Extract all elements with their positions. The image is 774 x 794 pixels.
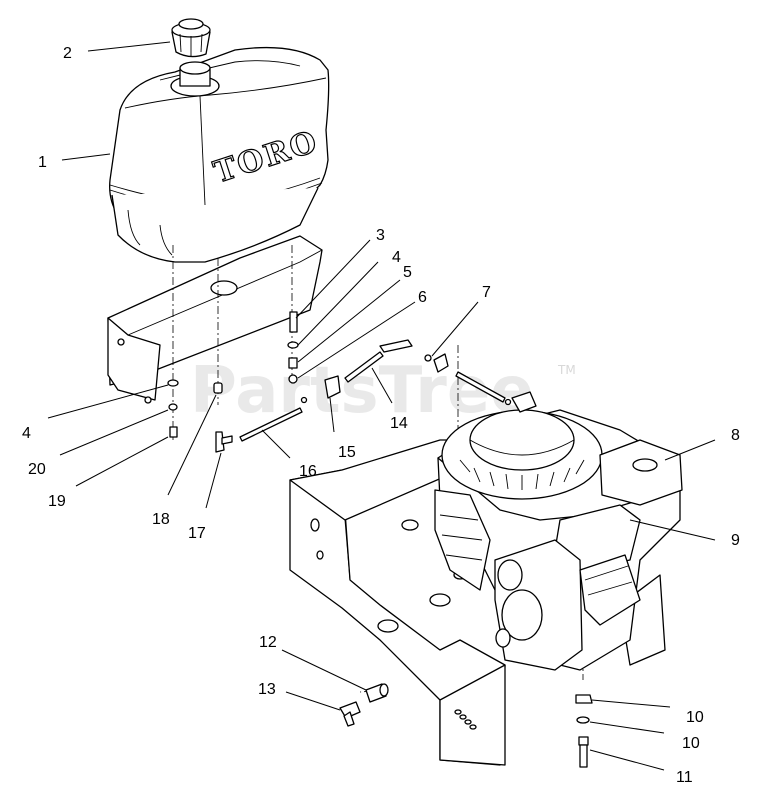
callout-14: 14 bbox=[390, 415, 408, 432]
callout-12: 12 bbox=[259, 634, 277, 651]
tank-mount-bracket bbox=[107, 235, 323, 404]
callout-1: 1 bbox=[38, 154, 47, 171]
fuel-tank: TORO bbox=[109, 46, 330, 263]
callout-15: 15 bbox=[338, 444, 356, 461]
callout-labels: 1 2 3 4 5 6 7 8 9 4 20 19 18 17 16 15 14… bbox=[22, 45, 740, 786]
callout-4-lower: 4 bbox=[22, 425, 31, 442]
fuel-cap bbox=[171, 18, 211, 58]
callout-6: 6 bbox=[418, 289, 427, 306]
mount-hardware-bottom bbox=[575, 694, 593, 768]
leader-lines bbox=[47, 41, 716, 771]
callout-16: 16 bbox=[299, 463, 317, 480]
callout-13: 13 bbox=[258, 681, 276, 698]
shutoff-valve-stack bbox=[287, 311, 299, 384]
callout-18: 18 bbox=[152, 511, 170, 528]
callout-9: 9 bbox=[731, 532, 740, 549]
callout-3: 3 bbox=[376, 227, 385, 244]
grommet-and-elbow bbox=[213, 382, 233, 453]
callout-19: 19 bbox=[48, 493, 66, 510]
callout-10-top: 10 bbox=[686, 709, 704, 726]
callout-17: 17 bbox=[188, 525, 206, 542]
mount-hardware-left bbox=[167, 379, 179, 438]
callout-8: 8 bbox=[731, 427, 740, 444]
drain-fittings bbox=[339, 683, 389, 727]
callout-4: 4 bbox=[392, 249, 401, 266]
watermark-tm: TM bbox=[557, 363, 576, 377]
callout-10-bottom: 10 bbox=[682, 735, 700, 752]
callout-11: 11 bbox=[676, 769, 693, 786]
callout-2: 2 bbox=[63, 45, 72, 62]
callout-5: 5 bbox=[403, 264, 412, 281]
frame-slots-left bbox=[454, 709, 477, 730]
fuel-lines bbox=[239, 339, 512, 442]
engine bbox=[434, 391, 683, 671]
starter-ribs bbox=[459, 459, 585, 490]
callout-20: 20 bbox=[28, 461, 46, 478]
callout-7: 7 bbox=[482, 284, 491, 301]
